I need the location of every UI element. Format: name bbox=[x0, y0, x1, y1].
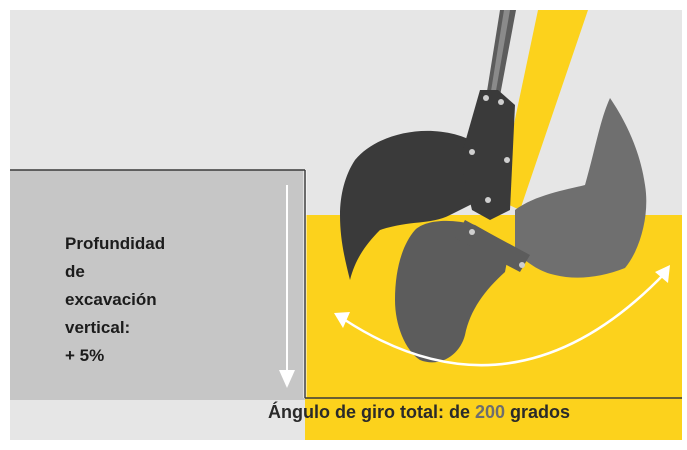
caption-suffix: grados bbox=[505, 402, 571, 422]
depth-label-line: vertical: bbox=[65, 318, 131, 337]
double-arc-arrow-icon bbox=[334, 265, 670, 367]
caption-value: 200 bbox=[474, 402, 506, 422]
caption-prefix: Ángulo de giro total: de bbox=[268, 402, 475, 422]
depth-label: Profundidad de excavación vertical: + 5% bbox=[65, 230, 165, 370]
excavator-bucket-illustration bbox=[10, 10, 682, 440]
diagram-panel: Profundidad de excavación vertical: + 5%… bbox=[10, 10, 682, 440]
excavator-bucket-icon bbox=[340, 90, 647, 363]
depth-label-value: + 5% bbox=[65, 346, 105, 365]
vertical-wall bbox=[10, 170, 305, 400]
down-arrow-icon bbox=[279, 185, 295, 388]
depth-label-line: excavación bbox=[65, 290, 157, 309]
depth-label-line: Profundidad bbox=[65, 234, 166, 253]
swing-angle-caption: Ángulo de giro total: de 200 grados bbox=[268, 402, 570, 423]
depth-label-line: de bbox=[65, 262, 85, 281]
